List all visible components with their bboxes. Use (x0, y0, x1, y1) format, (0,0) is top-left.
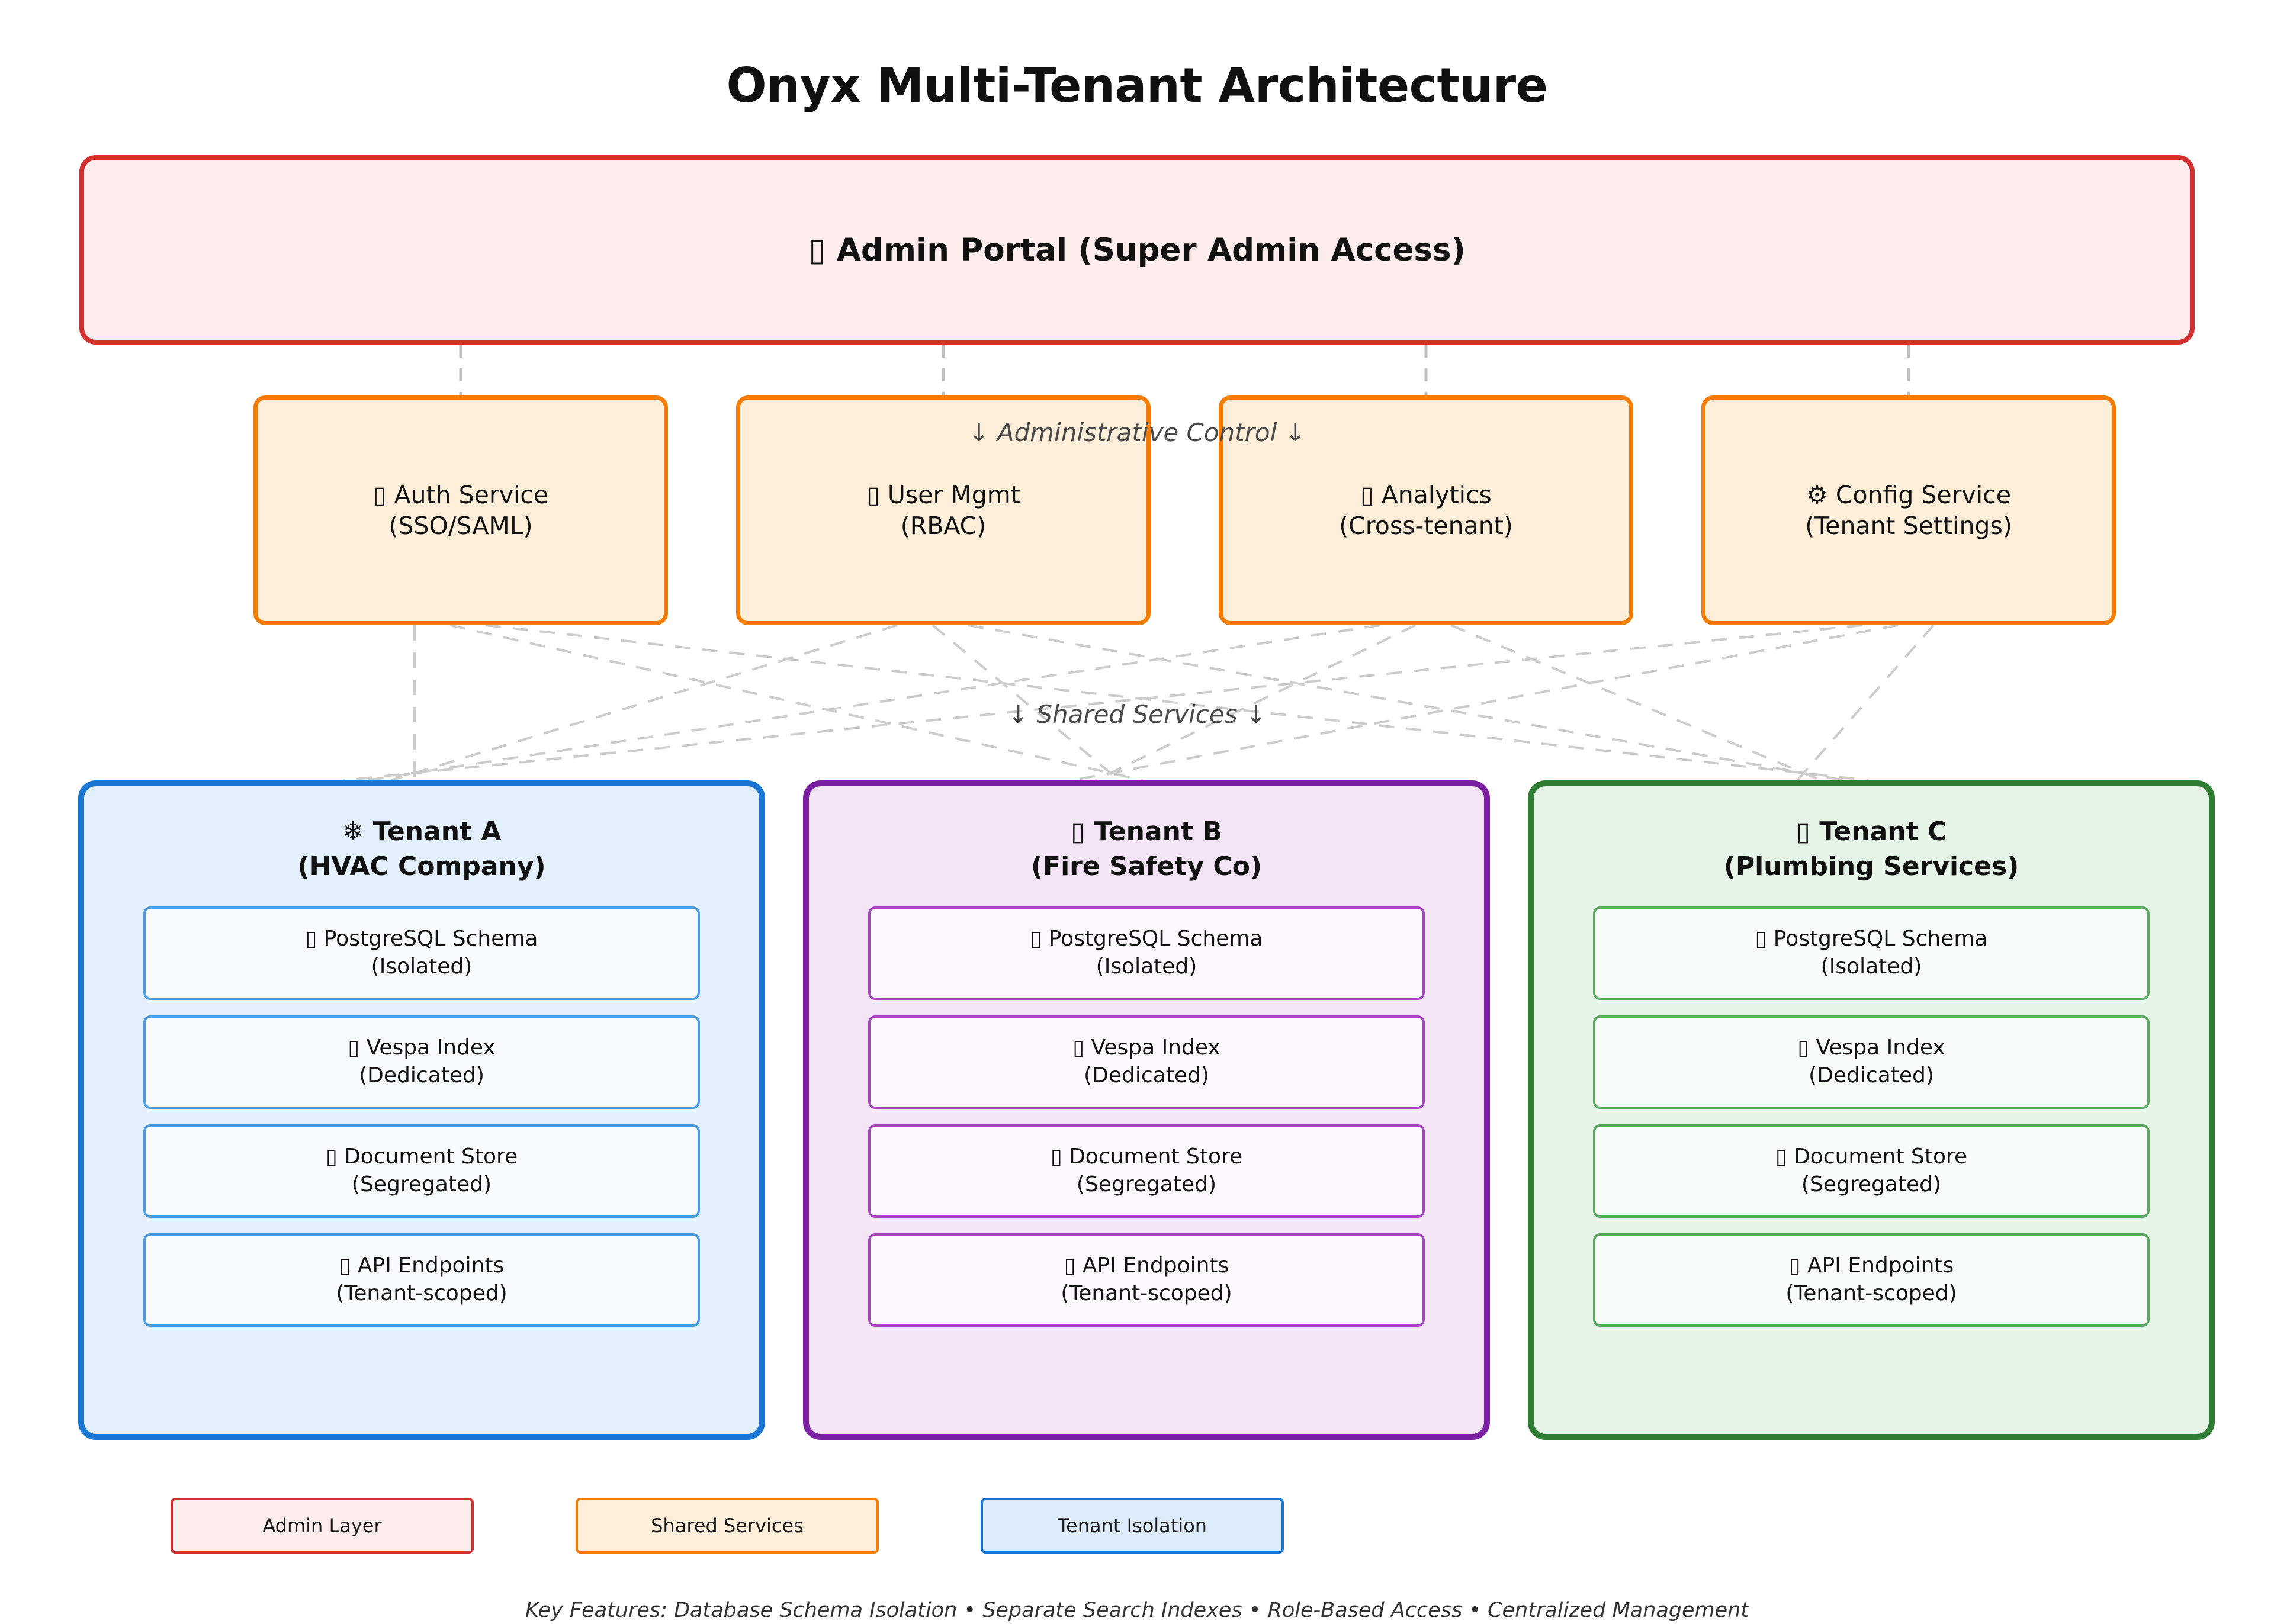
tenant-item-api-endpoints[interactable]: ▯ API Endpoints (Tenant-scoped) (868, 1233, 1425, 1327)
admin-portal-banner[interactable]: ▯ Admin Portal (Super Admin Access) (79, 155, 2195, 345)
tenant-item-postgresql-schema[interactable]: ▯ PostgreSQL Schema (Isolated) (868, 906, 1425, 1001)
tenant-panel-a[interactable]: ❄ Tenant A (HVAC Company) ▯ PostgreSQL S… (78, 780, 765, 1440)
footer-key-features: Key Features: Database Schema Isolation … (525, 1599, 1749, 1622)
service-label: ⚙ Config Service (Tenant Settings) (1805, 480, 2012, 540)
legend-label: Admin Layer (262, 1514, 382, 1537)
tenant-item-label: ▯ Document Store (Segregated) (1050, 1144, 1243, 1197)
tenant-item-label: ▯ PostgreSQL Schema (Isolated) (1755, 927, 1988, 979)
tenant-item-label: ▯ Document Store (Segregated) (325, 1144, 518, 1197)
tenant-item-vespa-index[interactable]: ▯ Vespa Index (Dedicated) (868, 1015, 1425, 1110)
tenant-component-list: ▯ PostgreSQL Schema (Isolated) ▯ Vespa I… (809, 906, 1484, 1327)
tenant-item-vespa-index[interactable]: ▯ Vespa Index (Dedicated) (1593, 1015, 2150, 1110)
tenant-title: ▯ Tenant B (Fire Safety Co) (1030, 816, 1263, 882)
tenant-item-api-endpoints[interactable]: ▯ API Endpoints (Tenant-scoped) (143, 1233, 700, 1327)
legend-label: Shared Services (651, 1514, 804, 1537)
annotation-shared-services: ↓ Shared Services ↓ (1007, 700, 1267, 729)
service-label: ▯ Auth Service (SSO/SAML) (372, 480, 549, 540)
tenant-item-label: ▯ API Endpoints (Tenant-scoped) (336, 1253, 508, 1306)
admin-portal-label: ▯ Admin Portal (Super Admin Access) (808, 231, 1466, 268)
annotation-administrative-control: ↓ Administrative Control ↓ (968, 418, 1306, 447)
tenant-panel-b[interactable]: ▯ Tenant B (Fire Safety Co) ▯ PostgreSQL… (803, 780, 1490, 1440)
page-title: Onyx Multi-Tenant Architecture (726, 58, 1548, 113)
tenant-item-document-store[interactable]: ▯ Document Store (Segregated) (1593, 1124, 2150, 1218)
tenant-item-postgresql-schema[interactable]: ▯ PostgreSQL Schema (Isolated) (1593, 906, 2150, 1001)
tenant-item-vespa-index[interactable]: ▯ Vespa Index (Dedicated) (143, 1015, 700, 1110)
legend-item-shared-services: Shared Services (576, 1498, 879, 1554)
service-box-user-mgmt[interactable]: ▯ User Mgmt (RBAC) (736, 395, 1151, 625)
connector-config-to-tenant-c (1796, 624, 1935, 782)
tenant-item-label: ▯ API Endpoints (Tenant-scoped) (1785, 1253, 1957, 1306)
tenant-component-list: ▯ PostgreSQL Schema (Isolated) ▯ Vespa I… (1534, 906, 2209, 1327)
service-label: ▯ User Mgmt (RBAC) (866, 480, 1020, 540)
legend-item-tenant-isolation: Tenant Isolation (981, 1498, 1284, 1554)
tenant-title: ▯ Tenant C (Plumbing Services) (1723, 816, 2019, 882)
tenant-item-label: ▯ PostgreSQL Schema (Isolated) (305, 927, 538, 979)
tenant-item-label: ▯ Vespa Index (Dedicated) (348, 1035, 496, 1088)
tenant-item-label: ▯ PostgreSQL Schema (Isolated) (1030, 927, 1263, 979)
tenant-item-label: ▯ Document Store (Segregated) (1775, 1144, 1968, 1197)
tenant-title: ❄ Tenant A (HVAC Company) (297, 816, 546, 882)
tenant-item-postgresql-schema[interactable]: ▯ PostgreSQL Schema (Isolated) (143, 906, 700, 1001)
tenant-item-label: ▯ Vespa Index (Dedicated) (1072, 1035, 1220, 1088)
tenant-item-document-store[interactable]: ▯ Document Store (Segregated) (143, 1124, 700, 1218)
tenant-item-document-store[interactable]: ▯ Document Store (Segregated) (868, 1124, 1425, 1218)
service-box-analytics[interactable]: ▯ Analytics (Cross-tenant) (1219, 395, 1633, 625)
service-box-config-service[interactable]: ⚙ Config Service (Tenant Settings) (1701, 395, 2116, 625)
tenant-item-label: ▯ API Endpoints (Tenant-scoped) (1061, 1253, 1232, 1306)
legend-item-admin-layer: Admin Layer (171, 1498, 474, 1554)
legend-label: Tenant Isolation (1057, 1514, 1207, 1537)
tenant-item-api-endpoints[interactable]: ▯ API Endpoints (Tenant-scoped) (1593, 1233, 2150, 1327)
service-label: ▯ Analytics (Cross-tenant) (1339, 480, 1513, 540)
tenant-component-list: ▯ PostgreSQL Schema (Isolated) ▯ Vespa I… (84, 906, 759, 1327)
tenant-item-label: ▯ Vespa Index (Dedicated) (1797, 1035, 1945, 1088)
service-box-auth-service[interactable]: ▯ Auth Service (SSO/SAML) (253, 395, 668, 625)
tenant-panel-c[interactable]: ▯ Tenant C (Plumbing Services) ▯ Postgre… (1528, 780, 2215, 1440)
